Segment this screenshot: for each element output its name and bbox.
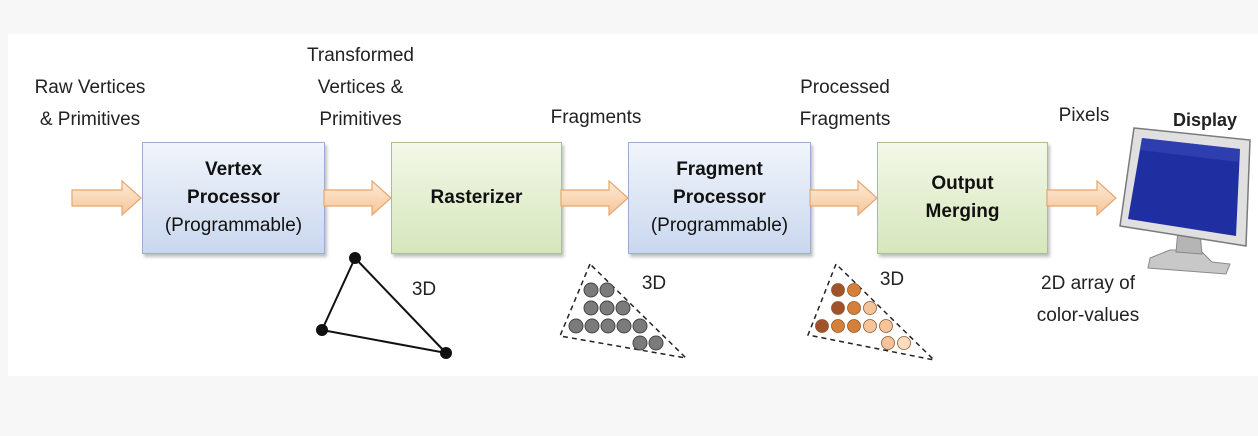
rasterizer-title: Rasterizer (430, 187, 523, 208)
output-merging-title-1: Output (931, 173, 994, 194)
monitor-icon (1119, 127, 1251, 275)
output-merging-box: Output Merging (877, 142, 1048, 254)
fragment-processor-note: (Programmable) (650, 215, 789, 236)
label-3d-fragments: 3D (641, 273, 667, 294)
arrow-2 (323, 179, 392, 217)
label-2d-array: 2D array of color-values (1036, 273, 1140, 326)
label-fragments: Fragments (550, 107, 642, 128)
fragment-processor-box: Fragment Processor (Programmable) (628, 142, 811, 254)
output-merging-title-2: Merging (925, 201, 1000, 222)
arrow-5 (1046, 179, 1117, 217)
gray-fragments-icon (558, 262, 689, 360)
arrow-4 (809, 179, 878, 217)
vertex-processor-box: Vertex Processor (Programmable) (142, 142, 325, 254)
triangle-vertices-icon (316, 252, 452, 359)
fragment-processor-title-2: Processor (673, 187, 766, 208)
label-display: Display (1172, 110, 1238, 130)
vertex-processor-note: (Programmable) (164, 215, 303, 236)
label-raw-vertices: Raw Vertices & Primitives (34, 77, 146, 130)
colored-fragments-icon (806, 262, 937, 362)
label-transformed-vertices: Transformed Vertices & Primitives (307, 45, 414, 130)
vertex-processor-title-1: Vertex (204, 159, 263, 180)
label-3d-vertices: 3D (411, 279, 437, 300)
vertex-processor-title-2: Processor (187, 187, 280, 208)
label-3d-processed: 3D (879, 269, 905, 290)
rasterizer-box: Rasterizer (391, 142, 562, 254)
arrow-1 (71, 179, 142, 217)
arrow-3 (560, 179, 629, 217)
fragment-processor-title-1: Fragment (676, 159, 763, 180)
label-processed-fragments: Processed Fragments (799, 77, 891, 130)
label-pixels: Pixels (1058, 105, 1110, 126)
